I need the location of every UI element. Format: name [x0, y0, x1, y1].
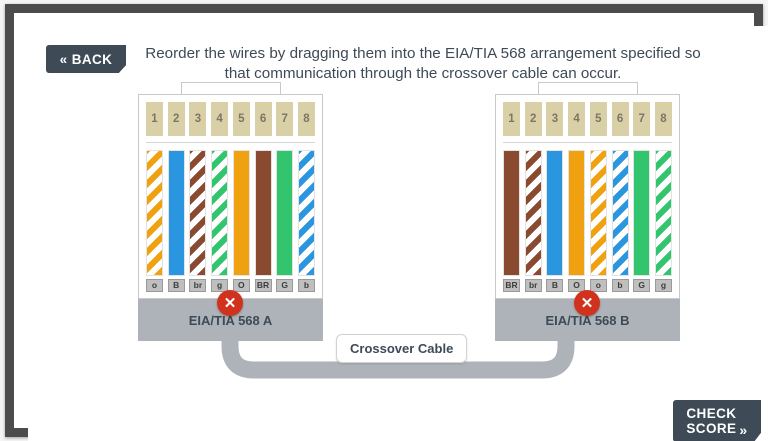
- wire-label: O: [232, 279, 250, 292]
- pin-4: 4: [568, 102, 586, 136]
- wire-slot-8[interactable]: g: [654, 150, 672, 292]
- connector-clip: [180, 82, 281, 96]
- wire-green[interactable]: [276, 150, 294, 276]
- pin-4: 4: [211, 102, 229, 136]
- wire-slot-7[interactable]: G: [633, 150, 651, 292]
- wire-white-green[interactable]: [211, 150, 229, 276]
- wire-green[interactable]: [633, 150, 651, 276]
- wire-label: BR: [254, 279, 272, 292]
- wire-slot-8[interactable]: b: [297, 150, 315, 292]
- connector-standard-title: EIA/TIA 568 B: [495, 299, 680, 341]
- app-frame: « BACK Reorder the wires by dragging the…: [5, 4, 768, 441]
- crossover-cable-label: Crossover Cable: [336, 334, 468, 363]
- pin-6: 6: [611, 102, 629, 136]
- wire-white-green[interactable]: [654, 150, 672, 276]
- wire-slot-2[interactable]: B: [167, 150, 185, 292]
- check-score-label: CHECK SCORE: [686, 406, 736, 436]
- wire-label: BR: [503, 279, 520, 292]
- wire-orange[interactable]: [232, 150, 250, 276]
- back-button-label: « BACK: [59, 51, 113, 67]
- wire-white-orange[interactable]: [589, 150, 607, 276]
- wire-slot-5[interactable]: O: [232, 150, 250, 292]
- pin-1: 1: [146, 102, 163, 136]
- wire-slot-5[interactable]: o: [589, 150, 607, 292]
- pin-7: 7: [276, 102, 294, 136]
- pin-8: 8: [654, 102, 672, 136]
- pin-2: 2: [167, 102, 185, 136]
- pin-3: 3: [189, 102, 207, 136]
- wire-label: br: [524, 279, 542, 292]
- pin-7: 7: [633, 102, 651, 136]
- status-badge-error-b[interactable]: ✕: [574, 290, 600, 316]
- chevron-right-icon: »: [739, 422, 748, 438]
- pin-3: 3: [546, 102, 564, 136]
- wire-label: b: [611, 279, 629, 292]
- wire-white-blue[interactable]: [297, 150, 315, 276]
- wire-slot-2[interactable]: br: [524, 150, 542, 292]
- close-icon: ✕: [223, 294, 237, 312]
- check-score-button[interactable]: CHECK SCORE »: [673, 400, 761, 441]
- wire-label: g: [211, 279, 229, 292]
- check-score-line-1: CHECK: [686, 406, 737, 421]
- wire-white-orange[interactable]: [146, 150, 163, 276]
- pin-8: 8: [297, 102, 315, 136]
- wire-label: O: [568, 279, 586, 292]
- exercise-stage: « BACK Reorder the wires by dragging the…: [28, 26, 768, 441]
- wire-slot-3[interactable]: br: [189, 150, 207, 292]
- instruction-line-1: Reorder the wires by dragging them into …: [145, 45, 701, 62]
- wire-label: B: [546, 279, 564, 292]
- wire-label: b: [297, 279, 315, 292]
- pin-5: 5: [589, 102, 607, 136]
- wire-slot-4[interactable]: g: [211, 150, 229, 292]
- wire-slot-1[interactable]: BR: [503, 150, 520, 292]
- wire-label: o: [589, 279, 607, 292]
- wire-label: B: [167, 279, 185, 292]
- instruction-line-2: that communication through the crossover…: [224, 65, 622, 82]
- wire-label: br: [189, 279, 207, 292]
- pin-6: 6: [254, 102, 272, 136]
- wire-white-brown[interactable]: [189, 150, 207, 276]
- wire-slot-7[interactable]: G: [276, 150, 294, 292]
- close-icon: ✕: [580, 294, 594, 312]
- wire-brown[interactable]: [254, 150, 272, 276]
- wire-slot-3[interactable]: B: [546, 150, 564, 292]
- wire-slot-6[interactable]: BR: [254, 150, 272, 292]
- wire-label: o: [146, 279, 163, 292]
- wire-label: G: [276, 279, 294, 292]
- wire-slot-1[interactable]: o: [146, 150, 163, 292]
- pin-1: 1: [503, 102, 520, 136]
- pin-5: 5: [232, 102, 250, 136]
- wire-slot-4[interactable]: O: [568, 150, 586, 292]
- connector-clip: [537, 82, 638, 96]
- status-badge-error-a[interactable]: ✕: [217, 290, 243, 316]
- wire-blue[interactable]: [167, 150, 185, 276]
- wire-brown[interactable]: [503, 150, 520, 276]
- wire-blue[interactable]: [546, 150, 564, 276]
- wire-label: g: [654, 279, 672, 292]
- check-score-line-2: SCORE: [686, 421, 737, 436]
- wire-orange[interactable]: [568, 150, 586, 276]
- pin-2: 2: [524, 102, 542, 136]
- wire-slot-6[interactable]: b: [611, 150, 629, 292]
- wire-white-brown[interactable]: [524, 150, 542, 276]
- wire-label: G: [633, 279, 651, 292]
- instruction-text: Reorder the wires by dragging them into …: [133, 44, 713, 84]
- back-button[interactable]: « BACK: [46, 45, 126, 73]
- wire-white-blue[interactable]: [611, 150, 629, 276]
